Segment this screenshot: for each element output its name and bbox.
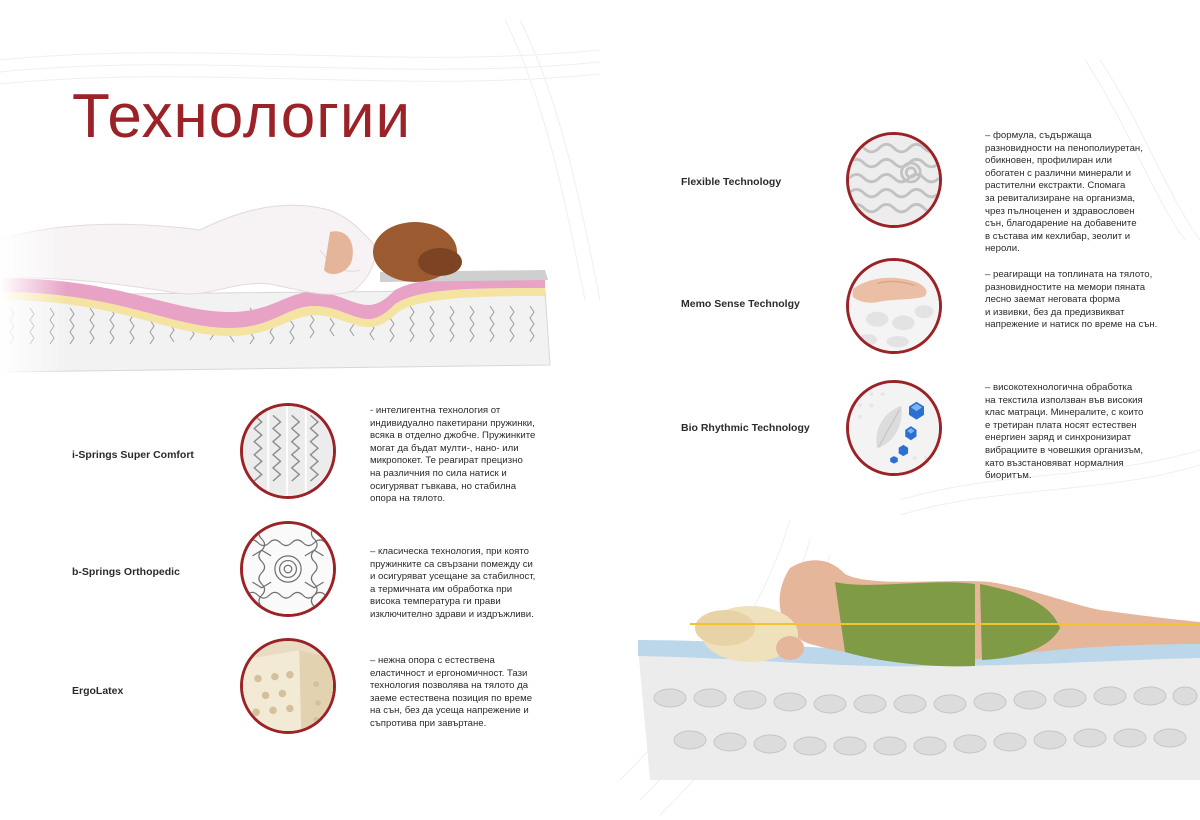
label-flexible: Flexible Technology bbox=[681, 176, 782, 188]
mattress-illustration-right bbox=[638, 560, 1200, 780]
desc-i-springs: - интелигентна технология от индивидуалн… bbox=[370, 405, 536, 505]
label-bio-rhythmic: Bio Rhythmic Technology bbox=[681, 422, 810, 434]
memory-foam-hand-icon bbox=[846, 258, 942, 354]
page-title: Технологии bbox=[72, 82, 412, 151]
desc-bio-rhythmic: – високотехнологична обработка на тексти… bbox=[985, 382, 1144, 482]
latex-foam-icon bbox=[240, 638, 336, 734]
crystal-fabric-icon bbox=[846, 380, 942, 476]
desc-ergolatex: – нежна опора с естествена еластичност и… bbox=[370, 655, 533, 729]
bonnell-springs-icon bbox=[240, 521, 336, 617]
label-ergolatex: ErgoLatex bbox=[72, 685, 124, 697]
desc-flexible: – формула, съдържаща разновидности на пе… bbox=[985, 130, 1143, 255]
mattress-illustration-left bbox=[0, 180, 560, 375]
profiled-foam-icon bbox=[846, 132, 942, 228]
label-b-springs: b-Springs Orthopedic bbox=[72, 566, 180, 578]
desc-b-springs: – класическа технология, при която пружи… bbox=[370, 546, 536, 620]
pocket-springs-icon bbox=[240, 403, 336, 499]
desc-memo-sense: – реагиращи на топлината на тялото, разн… bbox=[985, 269, 1158, 331]
label-i-springs: i-Springs Super Comfort bbox=[72, 449, 194, 461]
label-memo-sense: Memo Sense Technolgy bbox=[681, 298, 800, 310]
